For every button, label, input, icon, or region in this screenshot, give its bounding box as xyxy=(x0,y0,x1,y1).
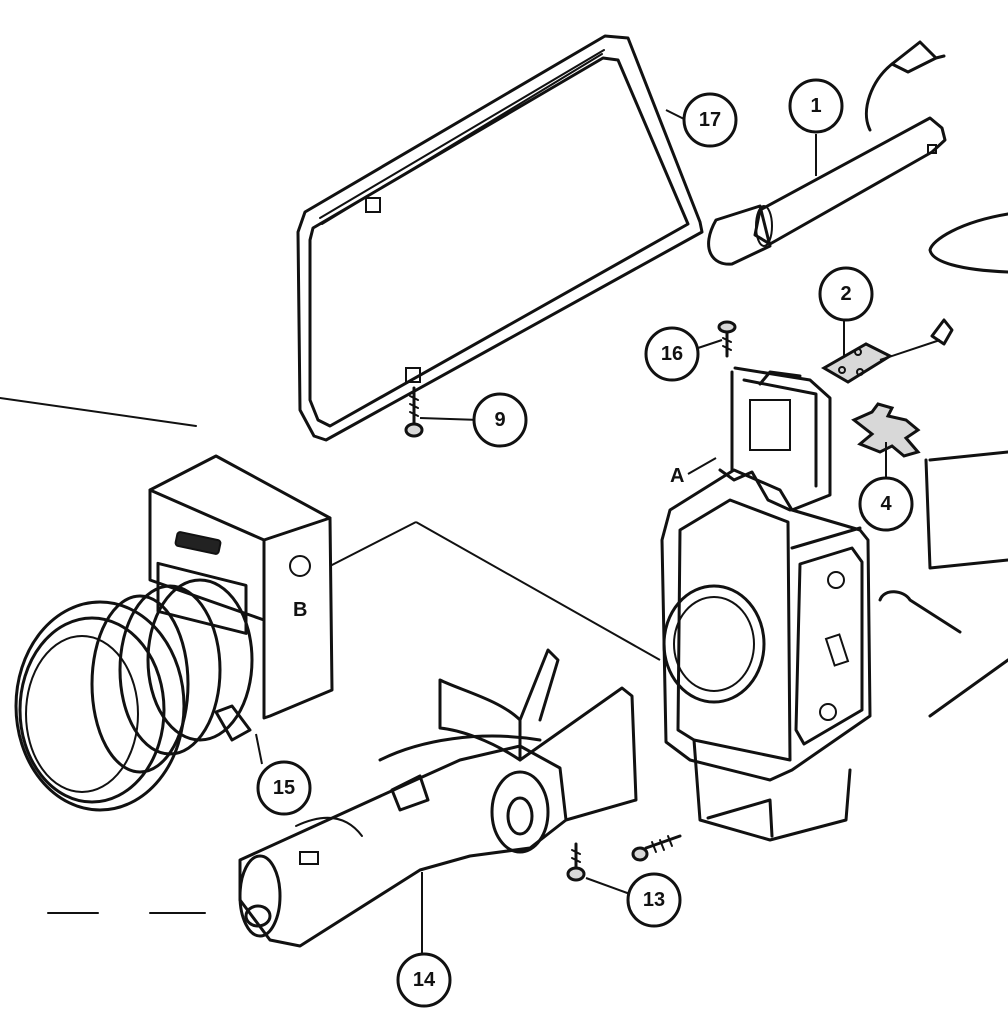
callout-14: 14 xyxy=(396,952,452,1008)
handle-grip-14 xyxy=(238,648,638,948)
callout-9: 9 xyxy=(472,392,528,448)
point-label-a: A xyxy=(670,457,717,487)
callout-15: 15 xyxy=(256,760,312,816)
lens-assembly-15: B xyxy=(14,454,334,812)
scan-marks xyxy=(0,397,206,914)
callout-2: 2 xyxy=(818,266,874,322)
callout-2-text: 2 xyxy=(840,283,851,305)
callout-17: 17 xyxy=(682,92,738,148)
cover-panel xyxy=(296,34,704,442)
bracket-2 xyxy=(821,342,894,384)
microphone xyxy=(707,40,947,266)
screws-13 xyxy=(566,834,682,882)
callout-17-text: 17 xyxy=(699,109,721,131)
callout-1: 1 xyxy=(788,78,844,134)
callout-13-text: 13 xyxy=(643,889,665,911)
screw-9 xyxy=(404,386,424,438)
screw-16 xyxy=(717,320,737,358)
callout-16: 16 xyxy=(644,326,700,382)
lens-mark-text: B xyxy=(293,599,307,621)
label-a-text: A xyxy=(670,465,684,487)
callout-16-text: 16 xyxy=(661,343,683,365)
callout-15-text: 15 xyxy=(273,777,295,799)
cross-plate-4 xyxy=(851,402,921,458)
callout-4-text: 4 xyxy=(880,493,892,515)
edge-parts xyxy=(878,212,1008,718)
callout-14-text: 14 xyxy=(413,969,436,991)
callout-13: 13 xyxy=(626,872,682,928)
callout-4: 4 xyxy=(858,476,914,532)
camera-body-frame xyxy=(660,366,872,842)
callout-1-text: 1 xyxy=(810,95,821,117)
leader-lines xyxy=(255,109,941,954)
callout-9-text: 9 xyxy=(494,409,505,431)
